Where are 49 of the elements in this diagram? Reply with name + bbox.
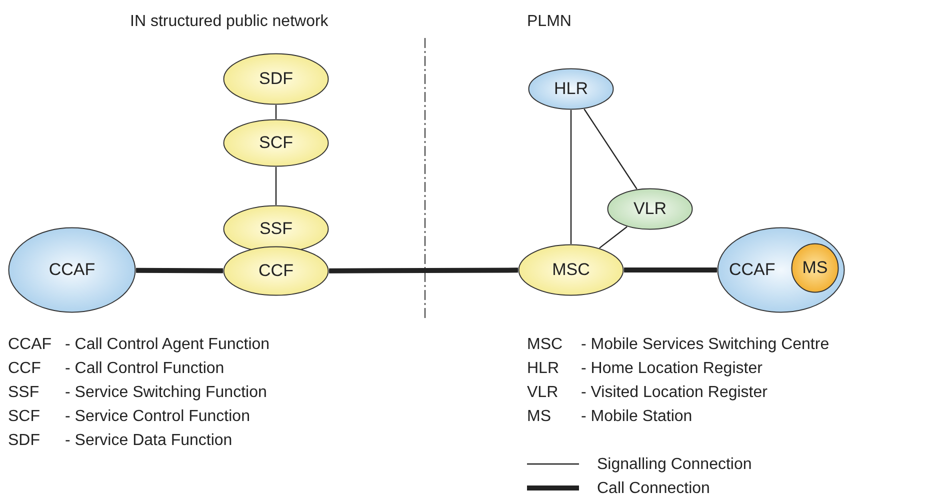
- node-label: SCF: [259, 132, 293, 154]
- abbreviation: CCAF: [8, 335, 52, 355]
- node-label: VLR: [633, 198, 667, 220]
- function-ellipse: [223, 119, 329, 167]
- function-ellipse: [8, 227, 136, 313]
- function-ellipse: [607, 188, 693, 230]
- abbreviation-definition: - Mobile Services Switching Centre: [581, 335, 830, 355]
- abbreviation-definition: - Service Switching Function: [65, 383, 267, 403]
- function-ellipse: [528, 68, 614, 110]
- abbreviation: MSC: [527, 335, 563, 355]
- abbreviation: SDF: [8, 431, 40, 451]
- function-ellipse: [518, 244, 624, 296]
- abbreviation-definition: - Mobile Station: [581, 407, 692, 427]
- node-label: SDF: [259, 68, 293, 90]
- signalling-line: [584, 108, 638, 190]
- abbreviation-definition: - Home Location Register: [581, 359, 762, 379]
- abbreviation-definition: - Call Control Agent Function: [65, 335, 270, 355]
- abbreviation: VLR: [527, 383, 558, 403]
- abbreviation: CCF: [8, 359, 41, 379]
- node-label: CCAF: [729, 259, 776, 282]
- legend-label: Signalling Connection: [597, 455, 752, 475]
- abbreviation-definition: - Service Control Function: [65, 407, 250, 427]
- node-label: CCF: [258, 260, 294, 282]
- signalling-line: [599, 226, 628, 249]
- section-heading: IN structured public network: [130, 12, 328, 32]
- function-ellipse: [223, 53, 329, 105]
- legend-label: Call Connection: [597, 479, 710, 497]
- section-heading: PLMN: [527, 12, 572, 32]
- signalling-line: [275, 105, 277, 119]
- node-label: MS: [802, 257, 828, 280]
- signalling-line: [570, 110, 572, 244]
- abbreviation: HLR: [527, 359, 560, 379]
- abbreviation-definition: - Visited Location Register: [581, 383, 768, 403]
- node-label: SSF: [259, 218, 293, 240]
- function-ellipse: [717, 227, 845, 313]
- function-ellipse: [223, 246, 329, 296]
- node-label: HLR: [554, 78, 588, 100]
- signalling-line: [275, 167, 277, 205]
- abbreviation-definition: - Service Data Function: [65, 431, 232, 451]
- abbreviation: SSF: [8, 383, 40, 403]
- call-connection-line: [136, 268, 224, 274]
- function-ellipse: [791, 243, 839, 293]
- abbreviation-definition: - Call Control Function: [65, 359, 224, 379]
- node-label: MSC: [552, 259, 590, 282]
- call-connection-line: [329, 268, 518, 274]
- call-connection-line: [624, 268, 717, 272]
- node-label: CCAF: [48, 259, 96, 282]
- abbreviation: SCF: [8, 407, 40, 427]
- abbreviation: MS: [527, 407, 551, 427]
